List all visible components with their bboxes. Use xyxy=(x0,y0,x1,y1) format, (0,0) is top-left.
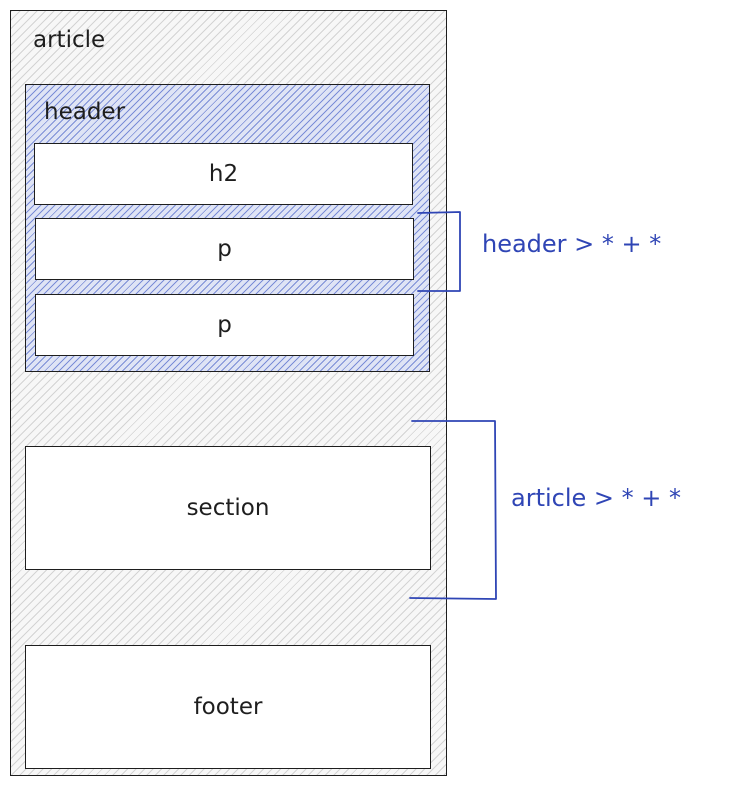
p-box-second: p xyxy=(35,294,414,356)
article-selector-annotation: article > * + * xyxy=(511,484,682,512)
h2-box: h2 xyxy=(34,143,413,205)
footer-label: footer xyxy=(193,694,263,720)
p-label-second: p xyxy=(217,312,232,338)
article-label: article xyxy=(33,27,106,53)
footer-box: footer xyxy=(25,645,431,769)
article-bracket xyxy=(409,420,497,600)
section-box: section xyxy=(25,446,431,570)
header-label: header xyxy=(44,99,126,125)
section-label: section xyxy=(186,495,270,521)
header-bracket xyxy=(417,211,461,292)
h2-label: h2 xyxy=(208,161,239,187)
header-selector-annotation: header > * + * xyxy=(482,230,662,258)
p-box-first: p xyxy=(35,218,414,280)
p-label-first: p xyxy=(217,236,232,262)
